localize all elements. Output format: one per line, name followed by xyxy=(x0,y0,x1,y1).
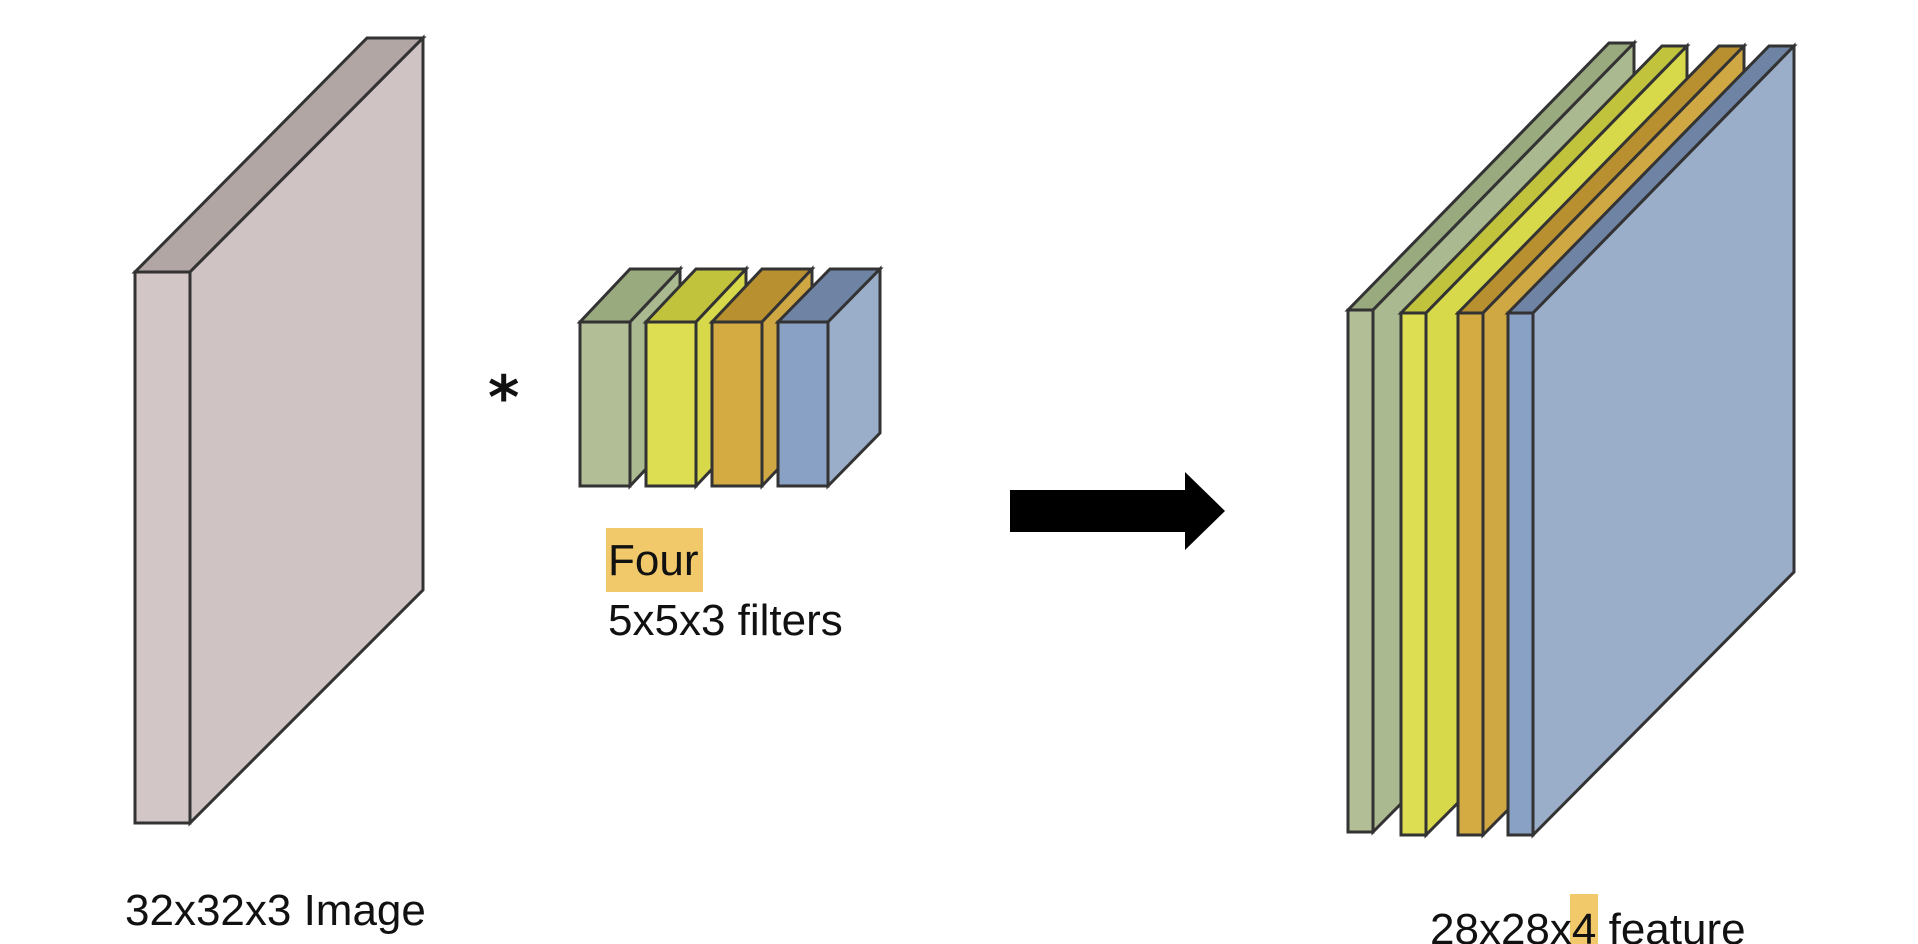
input-image-slab xyxy=(131,34,427,827)
feature-map-blue xyxy=(1504,42,1798,839)
output-label-suffix: feature xyxy=(1596,905,1745,944)
feature-map-blue-front xyxy=(1506,311,1535,837)
filter-blue-front xyxy=(776,320,830,488)
filter-size-label: 5x5x3 filters xyxy=(608,596,843,645)
feature-map-orange-front xyxy=(1456,311,1485,837)
output-depth-highlight xyxy=(1570,894,1598,944)
filter-blue xyxy=(774,265,884,490)
filter-stack xyxy=(576,265,884,490)
input-image-label: 32x32x3 Image xyxy=(125,886,426,935)
output-feature-label: 28x28x4 feature xyxy=(1430,905,1746,944)
result-arrow xyxy=(1010,472,1225,550)
filter-yellow-front xyxy=(644,320,698,488)
filter-orange-front xyxy=(710,320,764,488)
output-label-depth: 4 xyxy=(1572,905,1596,944)
output-feature-stack xyxy=(1344,39,1798,839)
filter-green-front xyxy=(578,320,632,488)
output-label-prefix: 28x28x xyxy=(1430,905,1572,944)
feature-map-yellow-front xyxy=(1399,311,1428,837)
filter-count-highlight xyxy=(606,528,703,592)
filter-count-word: Four xyxy=(608,536,698,585)
input-front-face xyxy=(133,270,192,825)
convolution-operator: * xyxy=(488,363,519,433)
feature-map-green-front xyxy=(1346,308,1375,834)
input-side-face xyxy=(188,34,425,827)
